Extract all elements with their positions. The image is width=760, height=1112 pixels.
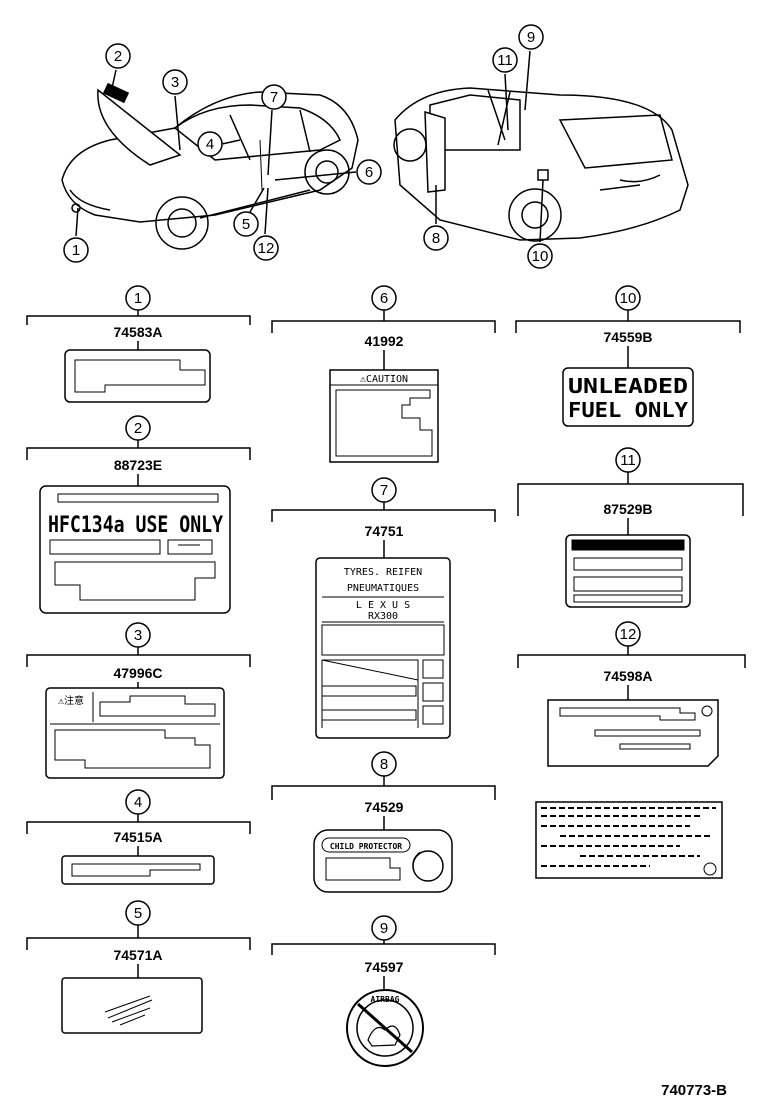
label-item-6: 6 41992 ⚠CAUTION [271, 285, 496, 463]
car-rear-view [393, 87, 689, 242]
svg-text:5: 5 [242, 216, 250, 233]
svg-text:8: 8 [380, 756, 388, 773]
label-item-8: 8 74529 CHILD PROTECTOR [271, 751, 496, 893]
part-number-74515A: 74515A [113, 829, 162, 845]
svg-text:11: 11 [497, 52, 513, 69]
hfc-warning-text: HFC134a USE ONLY [48, 513, 224, 538]
part-number-74583A: 74583A [113, 324, 162, 340]
svg-text:7: 7 [270, 89, 278, 106]
svg-text:9: 9 [380, 920, 388, 937]
airbag-text: AIRBAG [371, 995, 400, 1004]
lexus-text: L E X U S [356, 600, 410, 611]
label-item-5: 5 74571A [26, 900, 251, 1034]
svg-text:12: 12 [258, 240, 275, 257]
part-number-47996C: 47996C [113, 665, 162, 681]
label-item-4: 4 74515A [26, 789, 251, 885]
part-number-88723E: 88723E [114, 457, 162, 473]
label-item-11: 11 87529B [517, 447, 744, 608]
svg-text:5: 5 [134, 905, 142, 922]
svg-text:3: 3 [171, 74, 179, 91]
label-item-10: 10 74559B UNLEADED FUEL ONLY [515, 285, 741, 427]
svg-text:2: 2 [134, 420, 142, 437]
svg-text:7: 7 [380, 482, 388, 499]
label-item-12: 12 74598A [517, 621, 746, 879]
svg-text:6: 6 [365, 164, 373, 181]
part-number-74598A: 74598A [603, 668, 652, 684]
label-item-2: 2 88723E HFC134a USE ONLY [26, 415, 251, 614]
svg-text:6: 6 [380, 290, 388, 307]
tyres-text: TYRES. REIFEN [344, 567, 422, 578]
svg-text:10: 10 [532, 248, 549, 265]
label-item-9: 9 74597 AIRBAG [271, 915, 496, 1067]
figure-code: 740773-B [661, 1082, 727, 1099]
part-number-74751: 74751 [365, 523, 404, 539]
rx300-text: RX300 [368, 611, 398, 622]
svg-text:2: 2 [114, 48, 122, 65]
part-number-74597: 74597 [365, 959, 404, 975]
svg-text:3: 3 [134, 627, 142, 644]
label-item-7: 7 74751 TYRES. REIFEN PNEUMATIQUES L E X… [271, 477, 496, 739]
svg-text:4: 4 [134, 794, 142, 811]
svg-text:1: 1 [72, 242, 80, 259]
pneumatiques-text: PNEUMATIQUES [347, 583, 419, 594]
caution-text: ⚠CAUTION [360, 374, 408, 385]
part-number-74571A: 74571A [113, 947, 162, 963]
child-protector-text: CHILD PROTECTOR [330, 842, 402, 851]
svg-text:12: 12 [620, 626, 637, 643]
svg-text:8: 8 [432, 230, 440, 247]
part-number-41992: 41992 [365, 333, 404, 349]
part-number-74559B: 74559B [603, 329, 652, 345]
car-front-view [61, 82, 359, 250]
unleaded-text: UNLEADED [568, 374, 688, 398]
callout-markers: 1 2 3 4 5 6 7 12 8 9 10 11 [63, 24, 553, 269]
caution-jp-text: ⚠注意 [58, 694, 84, 707]
svg-text:11: 11 [620, 452, 636, 469]
svg-text:4: 4 [206, 136, 214, 153]
svg-text:9: 9 [527, 29, 535, 46]
part-number-87529B: 87529B [603, 501, 652, 517]
fuel-only-text: FUEL ONLY [568, 398, 688, 422]
svg-text:10: 10 [620, 290, 637, 307]
label-item-1: 1 74583A [26, 285, 251, 403]
label-item-3: 3 47996C ⚠注意 [26, 622, 251, 779]
svg-text:1: 1 [134, 290, 142, 307]
part-number-74529: 74529 [365, 799, 404, 815]
